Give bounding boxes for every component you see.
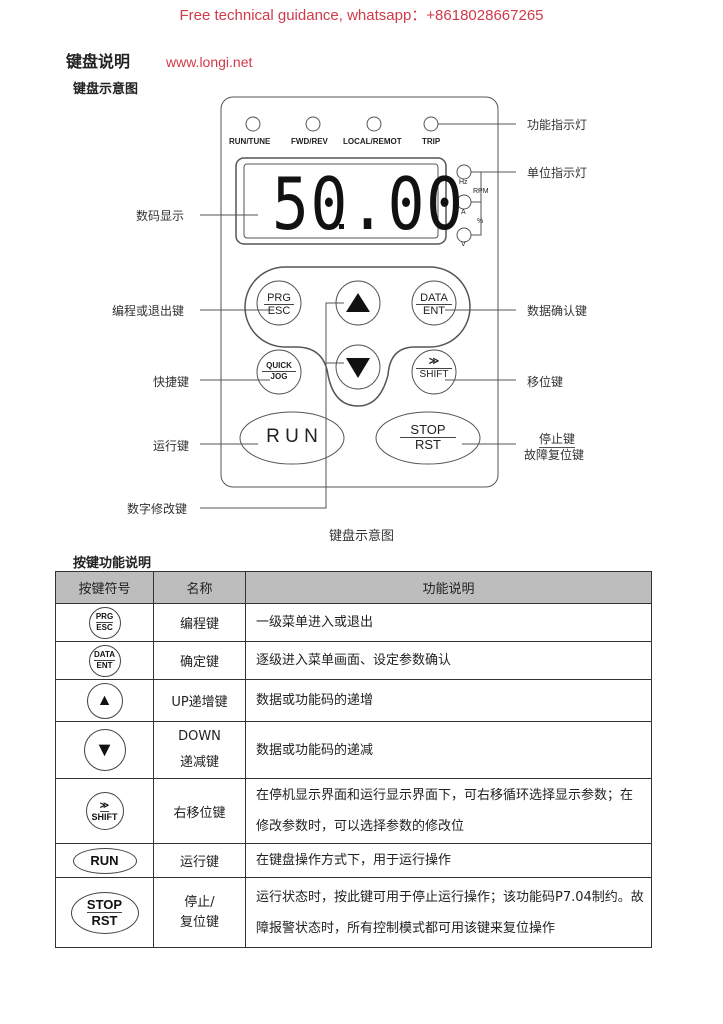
led-local-remot (366, 116, 382, 132)
callout-shift: 移位键 (527, 375, 564, 389)
indicator-run-tune: RUN/TUNE (229, 137, 271, 146)
ent-label: ENT (416, 304, 452, 317)
table-row: ▲ UP递增键 数据或功能码的递增 (55, 679, 652, 722)
keypad-panel (220, 96, 499, 488)
callout-data-ent: 数据确认键 (527, 304, 588, 318)
down-arrow-icon (346, 358, 370, 378)
shift-chevron-icon: ≫ (428, 356, 440, 367)
row-name: 编程键 (153, 603, 246, 642)
unit-rpm: RPM (473, 188, 489, 195)
page-title: 键盘说明 (66, 52, 131, 71)
down-arrow-icon: ▼ (83, 729, 126, 771)
table-row: RUN 运行键 在键盘操作方式下，用于运行操作 (55, 843, 652, 878)
row-desc: 数据或功能码的递增 (245, 679, 652, 722)
table-row: ≫SHIFT 右移位键 在停机显示界面和运行显示界面下，可右移循环选择显示参数；… (55, 778, 652, 844)
callout-quick: 快捷键 (153, 375, 190, 389)
callout-fault-reset: 故障复位键 (524, 448, 585, 462)
down-key[interactable] (347, 356, 369, 378)
header-name: 名称 (153, 571, 246, 604)
quick-jog-key[interactable]: QUICK JOG (262, 361, 296, 382)
unit-hz: Hz (459, 179, 468, 186)
row-desc: 逐级进入菜单画面、设定参数确认 (245, 641, 652, 680)
table-row: ▼ DOWN递减键 数据或功能码的递减 (55, 721, 652, 779)
prg-esc-key[interactable]: PRG ESC (264, 292, 294, 317)
led-fwd-rev (305, 116, 321, 132)
callout-run: 运行键 (153, 439, 190, 453)
row-name: UP递增键 (153, 679, 246, 722)
row-name: 运行键 (153, 843, 246, 878)
row-name: 停止/复位键 (153, 877, 246, 948)
callout-stop: 停止键 (539, 432, 576, 448)
rst-label: RST (400, 437, 456, 452)
header-symbol: 按键符号 (55, 571, 154, 604)
callout-unit-indicator: 单位指示灯 (527, 166, 588, 180)
indicator-trip: TRIP (422, 137, 441, 146)
whatsapp-banner: Free technical guidance, whatsapp：+86180… (179, 7, 544, 24)
digital-display-value: 50.00 (272, 162, 465, 246)
row-desc: 在停机显示界面和运行显示界面下，可右移循环选择显示参数；在修改参数时，可以选择参… (245, 778, 652, 844)
callout-digital-display: 数码显示 (136, 209, 185, 223)
unit-v: V (461, 241, 466, 248)
jog-label: JOG (262, 371, 296, 382)
diagram-caption: 键盘示意图 (328, 529, 394, 544)
data-label: DATA (420, 292, 448, 304)
led-trip (423, 116, 439, 132)
shift-symbol: ≫SHIFT (85, 792, 124, 830)
esc-label: ESC (264, 304, 294, 317)
led-run-tune (245, 116, 261, 132)
row-desc: 运行状态时，按此键可用于停止运行操作；该功能码P7.04制约。故障报警状态时，所… (245, 877, 652, 948)
row-desc: 在键盘操作方式下，用于运行操作 (245, 843, 652, 878)
row-desc: 一级菜单进入或退出 (245, 603, 652, 642)
data-ent-key[interactable]: DATA ENT (416, 292, 452, 317)
up-key[interactable] (347, 291, 369, 313)
website-url: www.longi.net (166, 54, 253, 70)
row-name: 确定键 (153, 641, 246, 680)
row-name: DOWN递减键 (153, 721, 246, 779)
stop-rst-key[interactable]: STOP RST (400, 423, 456, 452)
table-heading: 按键功能说明 (73, 556, 152, 571)
quick-label: QUICK (266, 361, 292, 370)
run-key[interactable]: R U N (266, 426, 318, 447)
unit-a: A (461, 209, 466, 216)
diagram-heading: 键盘示意图 (73, 82, 139, 97)
callout-prg-esc: 编程或退出键 (112, 304, 185, 318)
unit-percent: % (477, 218, 484, 225)
row-name: 右移位键 (153, 778, 246, 844)
run-symbol: RUN (72, 847, 137, 874)
indicator-fwd-rev: FWD/REV (291, 137, 328, 146)
keypad-diagram (200, 96, 516, 509)
row-desc: 数据或功能码的递减 (245, 721, 652, 779)
table-header-row: 按键符号 名称 功能说明 (55, 571, 652, 604)
up-arrow-icon (346, 293, 370, 312)
shift-label: SHIFT (416, 368, 452, 381)
stop-label: STOP (410, 422, 446, 437)
callout-func-indicator: 功能指示灯 (527, 118, 588, 132)
prg-label: PRG (267, 292, 291, 304)
indicator-local-remot: LOCAL/REMOT (343, 137, 402, 146)
shift-key[interactable]: ≫ SHIFT (416, 356, 452, 381)
callout-digit-modify: 数字修改键 (127, 502, 188, 516)
header-function: 功能说明 (245, 571, 652, 604)
up-arrow-icon: ▲ (86, 682, 123, 719)
